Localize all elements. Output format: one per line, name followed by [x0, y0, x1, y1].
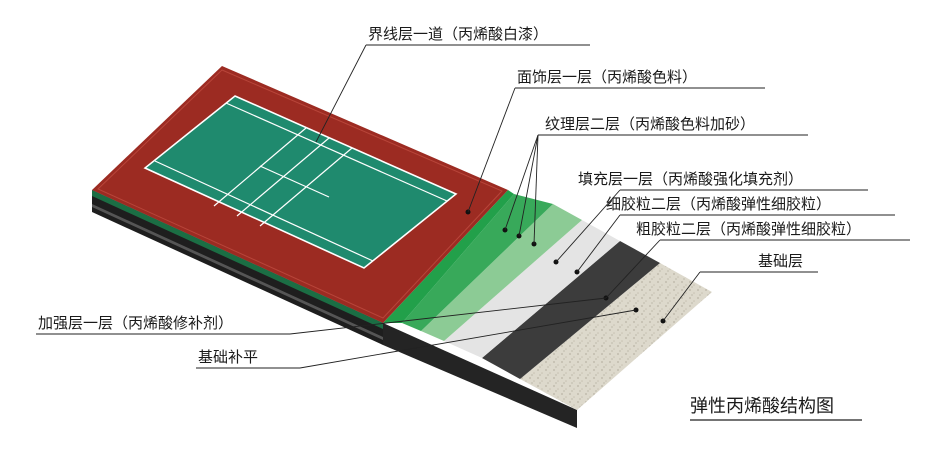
- label-filler: 填充层一层（丙烯酸强化填充剂）: [578, 170, 803, 188]
- layer-filler: [421, 204, 582, 341]
- layer-surface: [383, 190, 514, 323]
- court-playing-area: [143, 95, 458, 269]
- leader-lines: [36, 44, 910, 369]
- label-base-leveling: 基础补平: [198, 348, 258, 366]
- slab-left-side-green: [92, 190, 383, 329]
- label-base: 基础层: [758, 252, 803, 270]
- layer-texture: [402, 194, 553, 331]
- label-surface: 面饰层一层（丙烯酸色料）: [517, 68, 697, 86]
- court-outer-line: [97, 69, 503, 319]
- layer-coarse-granule: [482, 241, 660, 379]
- slab-left-side-strip: [92, 204, 383, 340]
- diagram-title: 弹性丙烯酸结构图: [690, 396, 834, 417]
- label-reinforce: 加强层一层（丙烯酸修补剂）: [38, 314, 233, 332]
- label-boundary-line: 界线层一道（丙烯酸白漆）: [368, 25, 548, 43]
- layer-fine-granule: [444, 220, 620, 358]
- label-texture: 纹理层二层（丙烯酸色料加砂）: [545, 115, 755, 133]
- court-lines: [154, 102, 448, 262]
- label-coarse-granule: 粗胶粒二层（丙烯酸弹性细胶粒）: [636, 220, 861, 238]
- slab-front-side: [383, 323, 577, 428]
- layer-base: [520, 263, 712, 410]
- label-fine-granule: 细胶粒二层（丙烯酸弹性细胶粒）: [606, 195, 831, 213]
